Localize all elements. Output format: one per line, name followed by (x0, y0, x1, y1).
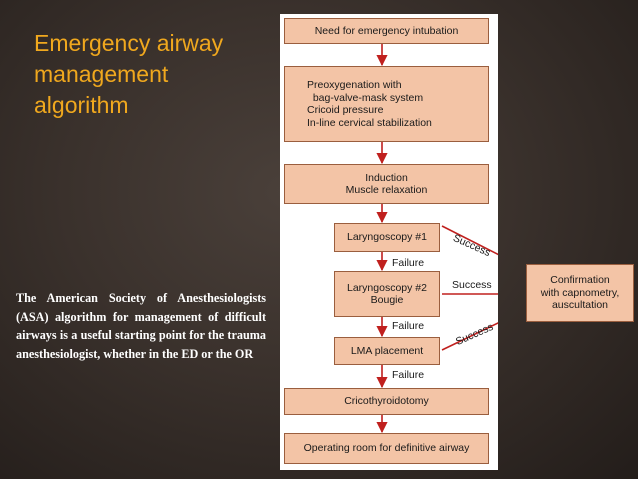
slide-title-line-1: Emergency airway (34, 30, 224, 56)
box-preoxygenation-line-1: Preoxygenation with (307, 79, 402, 91)
box-cricothyroidotomy-line-1: Cricothyroidotomy (344, 395, 429, 408)
failure-label-2: Failure (392, 320, 425, 332)
box-lma-placement-line-1: LMA placement (350, 344, 424, 357)
box-laryngoscopy-2-line-1: Laryngoscopy #2 (347, 281, 427, 294)
box-preoxygenation-line-3: Cricoid pressure (307, 104, 384, 116)
box-induction: Induction Muscle relaxation (284, 164, 489, 204)
failure-label-3: Failure (392, 369, 425, 381)
box-laryngoscopy-1-line-1: Laryngoscopy #1 (347, 231, 427, 244)
box-laryngoscopy-1: Laryngoscopy #1 (334, 223, 440, 252)
slide-title: Emergency airway management algorithm (34, 28, 274, 121)
box-lma-placement: LMA placement (334, 337, 440, 365)
box-need-intubation: Need for emergency intubation (284, 18, 489, 44)
failure-label-1: Failure (392, 257, 425, 269)
slide-title-line-2: management (34, 61, 169, 87)
box-laryngoscopy-2: Laryngoscopy #2 Bougie (334, 271, 440, 317)
box-confirmation-line-1: Confirmation (550, 274, 610, 287)
box-operating-room-line-1: Operating room for definitive airway (303, 442, 470, 455)
box-preoxygenation-line-2: bag-valve-mask system (307, 91, 424, 104)
connector-success-1 (441, 225, 498, 256)
box-need-intubation-line-1: Need for emergency intubation (314, 24, 459, 37)
box-cricothyroidotomy: Cricothyroidotomy (284, 388, 489, 415)
box-confirmation: Confirmation with capnometry, auscultati… (526, 264, 634, 322)
box-laryngoscopy-2-line-2: Bougie (370, 294, 404, 306)
box-induction-line-1: Induction (365, 171, 408, 184)
box-preoxygenation-line-4: In-line cervical stabilization (307, 116, 432, 129)
box-preoxygenation: Preoxygenation with bag-valve-mask syste… (284, 66, 489, 142)
box-induction-line-2: Muscle relaxation (345, 184, 428, 196)
success-label-2: Success (452, 279, 492, 291)
box-operating-room: Operating room for definitive airway (284, 433, 489, 464)
slide-caption: The American Society of Anesthesiologist… (16, 291, 266, 361)
flowchart-connectors (376, 44, 498, 434)
airway-flowchart: Need for emergency intubation Preoxygena… (280, 14, 634, 470)
connector-success-3 (441, 322, 498, 351)
box-confirmation-line-3: auscultation (551, 299, 609, 312)
box-confirmation-line-2: with capnometry, (540, 286, 620, 299)
slide-title-line-3: algorithm (34, 92, 129, 118)
